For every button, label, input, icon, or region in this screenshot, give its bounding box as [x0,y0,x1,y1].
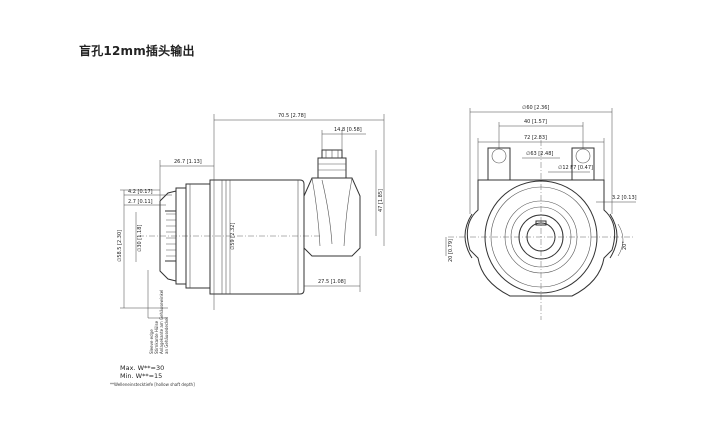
dim-height-47: 47 [1.85] [378,189,384,212]
dim-27-5: 27.5 [1.08] [318,279,346,285]
sleeve-note-2: Stirnkante Hülse [154,320,159,354]
dim-dia-58-5: ∅58.5 [2.30] [117,230,123,262]
min-depth-label: Min. W**=15 [120,372,162,380]
dim-angle: 20° [622,241,628,250]
dim-20: 20 [0.79] [448,239,454,262]
sleeve-note-1: Sleeve edge [149,329,154,354]
sleeve-note-4: an Gehäusedeckel [164,317,169,354]
dim-3-2: 3.2 [0.13] [612,195,637,201]
front-view: ∅60 [2.36] 40 [1.57] 72 [2.83] ∅63 [2.48… [445,105,637,320]
dim-dia-30: ∅30 [1.18] [137,225,143,252]
dim-2-7: 2.7 [0.11] [128,199,153,205]
side-view: 70.5 [2.78] 14.8 [0.58] 26.7 [1.13] 4.2 … [110,113,385,387]
dim-dia-59: ∅59 [2.32] [230,223,236,250]
dim-dia-60: ∅60 [2.36] [522,105,549,111]
dim-flange-depth: 26.7 [1.13] [174,159,202,165]
dim-72: 72 [2.83] [524,135,547,141]
sleeve-note-3: Anlagekante am Gehäusewinkel [159,290,164,354]
dim-dia-63: ∅63 [2.48] [526,151,553,157]
shaft-depth-footnote: **Welleneinstecktiefe [hollow shaft dept… [110,382,195,387]
dim-40: 40 [1.57] [524,119,547,125]
dim-4-2: 4.2 [0.17] [128,189,153,195]
dim-bore: ∅12 F7 [0.47] [558,165,593,171]
page-title: 盲孔12mm插头输出 [79,44,195,58]
dim-overall-length: 70.5 [2.78] [278,113,306,119]
max-depth-label: Max. W**=30 [120,364,164,372]
dim-connector-width: 14.8 [0.58] [334,127,362,133]
